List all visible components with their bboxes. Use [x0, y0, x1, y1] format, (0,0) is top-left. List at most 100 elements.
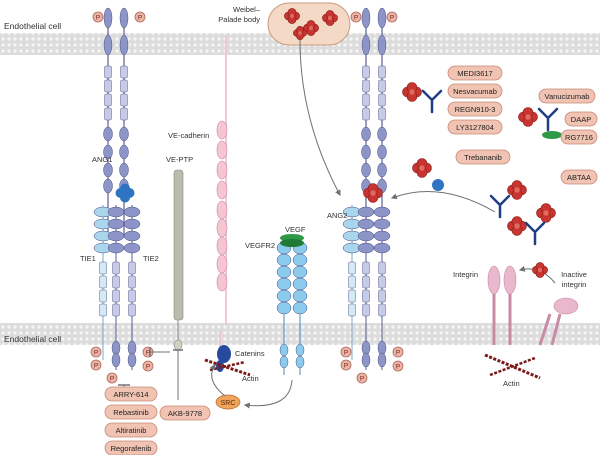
phospho-site: P [90, 346, 102, 358]
phospho-site: P [356, 372, 368, 384]
phospho-site: P [142, 360, 154, 372]
antibody [524, 221, 546, 246]
ve-ptp-label: VE-PTP [166, 155, 193, 164]
svg-text:Trebananib: Trebananib [464, 153, 502, 162]
ve-cadherin [216, 35, 228, 360]
phospho-site: P [134, 11, 146, 23]
svg-text:P: P [396, 364, 400, 371]
tie-lower [342, 205, 391, 370]
catenins-label: Catenins [235, 349, 265, 358]
svg-text:Vanucizumab: Vanucizumab [545, 92, 590, 101]
svg-text:P: P [354, 15, 358, 22]
drug-box-bispecific: Vanucizumab [538, 88, 596, 104]
tie-lower [93, 205, 141, 370]
ve-ptp [173, 169, 184, 351]
ang2-molecule [322, 10, 338, 26]
drug-box-abtaa: ABTAA [560, 169, 598, 185]
ang2-molecule [507, 216, 527, 236]
ve-cadherin-label: VE-cadherin [168, 131, 209, 140]
ang2-label: ANG2 [327, 211, 347, 220]
tie2-label: TIE2 [143, 254, 159, 263]
integrin-active [487, 265, 517, 345]
ang2-molecule [293, 26, 307, 40]
drug-box-tie2-inhibitor: Altiratinib [104, 422, 158, 438]
phospho-site: P [90, 359, 102, 371]
phospho-site: P [350, 11, 362, 23]
ang2-molecule [363, 183, 383, 203]
ang2-molecule [303, 20, 319, 36]
drug-box-ang2-binder: REGN910-3 [447, 101, 503, 117]
phospho-site: P [392, 346, 404, 358]
svg-text:ARRY-614: ARRY-614 [113, 390, 148, 399]
svg-text:P: P [94, 350, 98, 357]
actin-left-label: Actin [242, 374, 259, 383]
ang2-molecule [536, 203, 556, 223]
phospho-site: P [392, 360, 404, 372]
ang2-molecule [412, 158, 432, 178]
vegf-label: VEGF [285, 225, 306, 234]
ang2-molecule [518, 107, 538, 127]
actin-right [484, 353, 541, 380]
cell-label-bottom: Endothelial cell [4, 334, 61, 344]
svg-text:P: P [96, 15, 100, 22]
drug-box-bispecific: DAAP [564, 111, 598, 127]
src-kinase: SRC [215, 394, 241, 410]
vegfr2 [276, 234, 308, 375]
svg-text:ABTAA: ABTAA [567, 173, 591, 182]
tie2-dimer-top [361, 7, 387, 235]
drug-box-ang2-binder: Nesvacumab [447, 83, 503, 99]
svg-text:REGN910-3: REGN910-3 [455, 105, 496, 114]
phospho-site: P [386, 11, 398, 23]
drug-box-ve-ptp-inhibitor: AKB-9778 [159, 405, 211, 421]
svg-text:P: P [390, 15, 394, 22]
drug-box-tie2-inhibitor: Rebastinib [104, 404, 158, 420]
svg-text:MEDI3617: MEDI3617 [457, 69, 492, 78]
wpb-label: Weibel– Palade body [218, 5, 261, 24]
phospho-site: P [340, 359, 352, 371]
ang2-molecule [402, 82, 422, 102]
svg-text:AKB-9778: AKB-9778 [168, 409, 202, 418]
tie2-dimer-top [103, 7, 129, 235]
antibody [489, 194, 511, 219]
svg-text:integrin: integrin [562, 280, 587, 289]
ang2-molecule [507, 180, 527, 200]
inactive-integrin-label: Inactive integrin [561, 270, 587, 289]
antibody [421, 89, 443, 114]
svg-text:P: P [146, 364, 150, 371]
svg-text:Nesvacumab: Nesvacumab [453, 87, 497, 96]
svg-text:Altiratinib: Altiratinib [116, 426, 147, 435]
integrin-inactive [538, 297, 579, 346]
actin-left [204, 358, 251, 377]
svg-text:SRC: SRC [221, 400, 236, 407]
antibody [537, 107, 559, 132]
tie1-label: TIE1 [80, 254, 96, 263]
svg-text:P: P [110, 376, 114, 383]
vegf-trap [542, 131, 562, 139]
svg-text:Rebastinib: Rebastinib [113, 408, 148, 417]
svg-text:P: P [396, 350, 400, 357]
svg-text:DAAP: DAAP [571, 115, 591, 124]
cell-label-top: Endothelial cell [4, 21, 61, 31]
svg-text:LY3127804: LY3127804 [456, 123, 494, 132]
drug-box-peptibody: Trebananib [455, 149, 511, 165]
svg-text:P: P [344, 350, 348, 357]
svg-text:Inactive: Inactive [561, 270, 587, 279]
integrin-label: Integrin [453, 270, 478, 279]
ang1-mimetic [432, 179, 444, 191]
phospho-site: P [92, 11, 104, 23]
vegfr2-label: VEGFR2 [245, 241, 275, 250]
ang2-molecule [532, 262, 548, 278]
phospho-site: P [106, 372, 118, 384]
svg-text:P: P [360, 376, 364, 383]
drug-box-bispecific: RG7716 [560, 129, 598, 145]
svg-text:Weibel–: Weibel– [233, 5, 261, 14]
ang1-label: ANG1 [92, 155, 112, 164]
ang2-molecule [284, 8, 300, 24]
svg-text:P: P [94, 363, 98, 370]
svg-text:P: P [344, 363, 348, 370]
svg-text:Regorafenib: Regorafenib [111, 444, 152, 453]
drug-box-tie2-inhibitor: Regorafenib [104, 440, 158, 455]
ang1-molecule [115, 183, 135, 203]
